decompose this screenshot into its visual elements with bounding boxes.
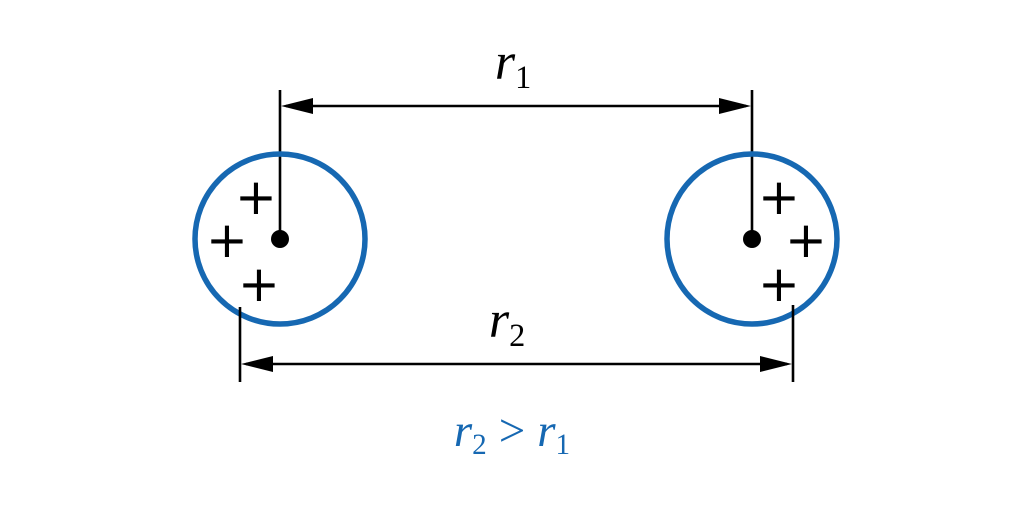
r1-label-subscript: 1 (515, 59, 532, 96)
plus-charge-icon: + (785, 211, 827, 269)
inequality-caption: r2>r1 (362, 405, 662, 462)
inequality-lhs-base: r (453, 405, 473, 457)
inequality-rhs-subscript: 1 (555, 429, 571, 462)
plus-charge-icon: + (238, 255, 280, 313)
r1-label: r1 (453, 34, 573, 93)
inequality-lhs-subscript: 2 (472, 429, 487, 462)
inequality-rhs-base: r (537, 405, 556, 457)
right-charged-sphere (664, 151, 840, 327)
r2-label: r2 (447, 292, 567, 351)
plus-charge-icon: + (758, 255, 800, 313)
plus-charge-icon: + (758, 168, 800, 226)
r1-arrowhead-right-icon (719, 98, 751, 114)
r1-label-base: r (494, 34, 516, 91)
inequality-operator: > (498, 405, 526, 457)
r1-arrowhead-left-icon (281, 98, 313, 114)
left-center-dot (271, 230, 289, 248)
r2-arrowhead-right-icon (760, 356, 792, 372)
r2-arrowhead-left-icon (241, 356, 273, 372)
right-center-dot (743, 230, 761, 248)
r2-label-base: r (488, 292, 510, 349)
plus-charge-icon: + (206, 211, 248, 269)
r2-label-subscript: 2 (509, 317, 526, 354)
left-charged-sphere (192, 151, 368, 327)
plus-charge-icon: + (235, 168, 277, 226)
